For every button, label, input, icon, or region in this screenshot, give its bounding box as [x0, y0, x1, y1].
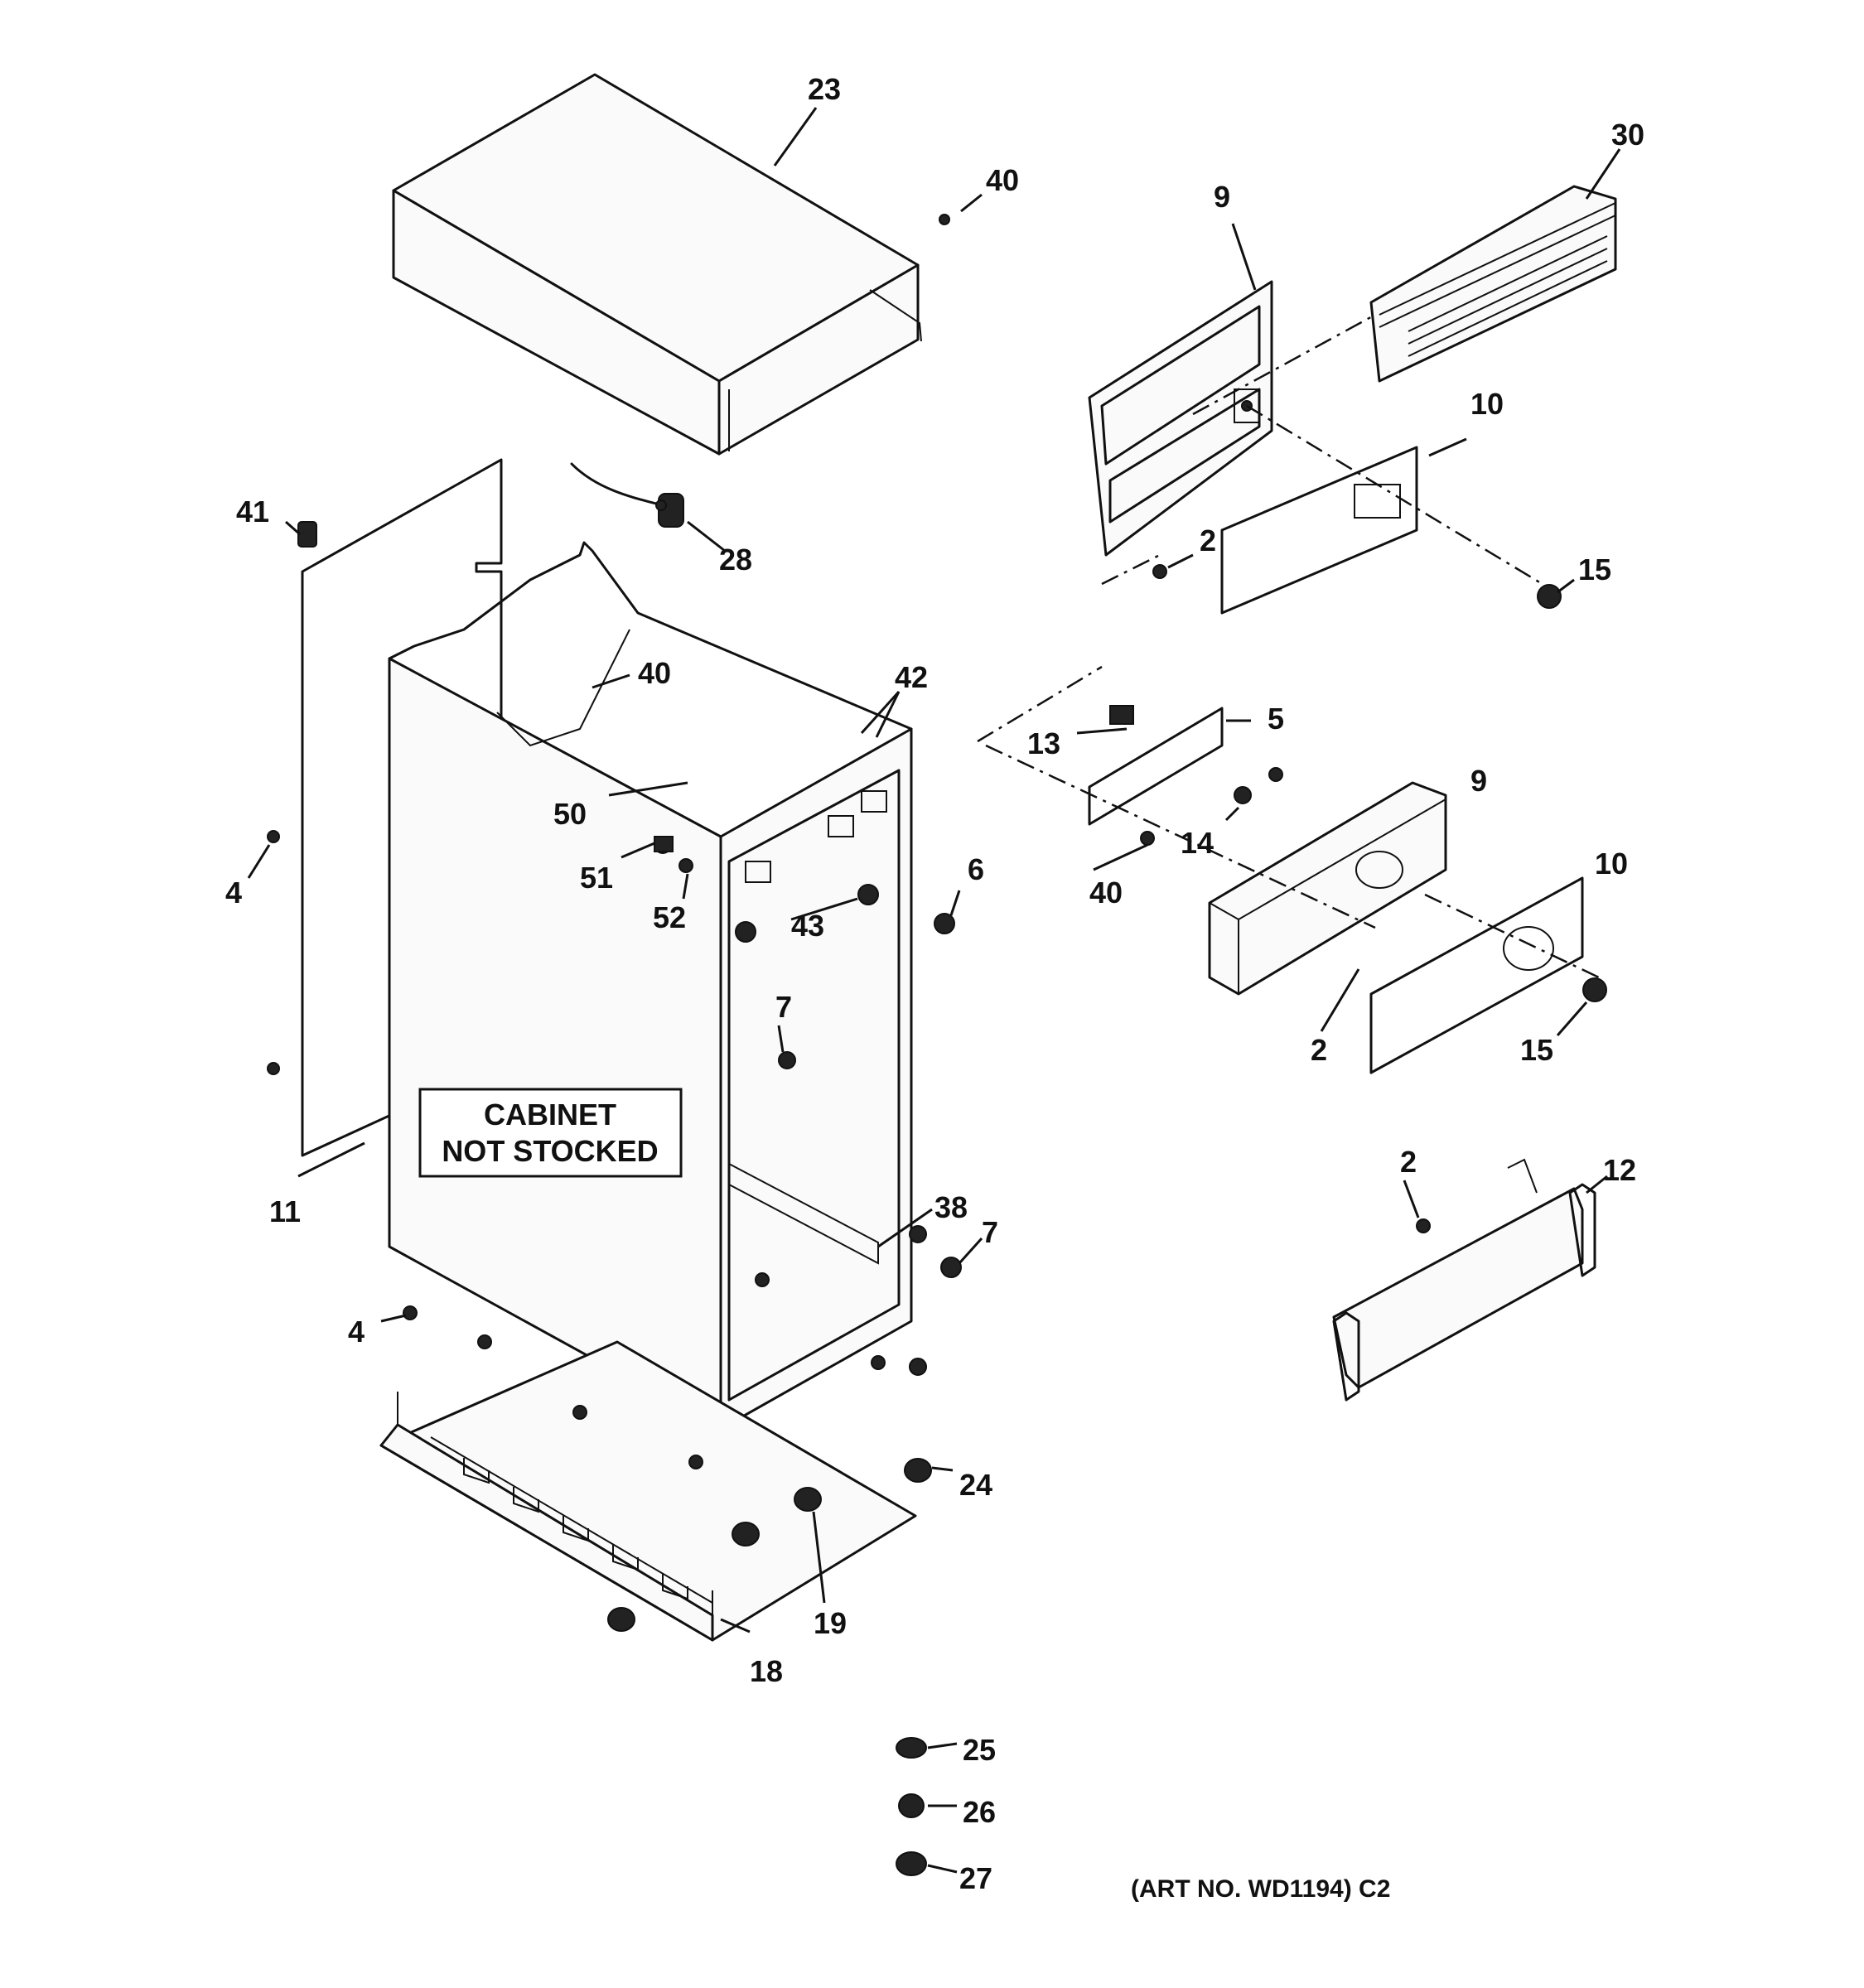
callout-38: 38: [934, 1190, 968, 1224]
callout-6: 6: [968, 852, 984, 886]
callout-28: 28: [719, 543, 752, 577]
top-cover-part-23: [392, 73, 922, 456]
callout-26: 26: [963, 1795, 996, 1829]
callout-9-lower: 9: [1470, 764, 1487, 798]
cabinet-not-stocked-note: CABINET NOT STOCKED: [418, 1088, 683, 1178]
callout-4-lower: 4: [348, 1315, 365, 1349]
bracket-part-12: [1332, 1158, 1596, 1402]
overlay-part-10-upper: [1220, 446, 1418, 615]
callout-13: 13: [1027, 726, 1060, 760]
lower-control-panel-part-9: [1208, 781, 1447, 996]
callout-10-lower: 10: [1595, 847, 1628, 881]
callout-41: 41: [236, 495, 269, 528]
callout-labels: 23 40 30 9 10 41 28 2 15 40 42 5 13 50 9…: [225, 72, 1644, 1895]
callout-51: 51: [580, 861, 613, 895]
callout-40-middle: 40: [638, 656, 671, 690]
note-line-2: NOT STOCKED: [442, 1134, 658, 1168]
overlay-part-10-lower: [1369, 876, 1584, 1074]
hardware: [403, 214, 1607, 1876]
callout-42: 42: [895, 660, 928, 694]
callout-12: 12: [1603, 1153, 1636, 1187]
art-number: (ART NO. WD1194) C2: [1131, 1875, 1390, 1903]
callout-2-lower: 2: [1400, 1145, 1417, 1179]
upper-control-panel-part-9: [1088, 280, 1273, 557]
callout-15-upper: 15: [1578, 552, 1611, 586]
trim-part-30: [1369, 185, 1617, 383]
callout-18: 18: [750, 1654, 783, 1688]
callout-2-middle: 2: [1311, 1033, 1327, 1067]
callout-4-upper: 4: [225, 876, 242, 910]
callout-24: 24: [959, 1468, 992, 1502]
callout-25: 25: [963, 1733, 996, 1767]
callout-50: 50: [553, 797, 587, 831]
callout-30: 30: [1611, 118, 1644, 152]
callout-52: 52: [653, 900, 686, 934]
callout-40-top: 40: [986, 163, 1019, 197]
side-panel-part-11: [267, 458, 503, 1157]
leader-lines: [247, 107, 1621, 1874]
callout-43: 43: [791, 909, 824, 943]
callout-7-upper: 7: [775, 990, 792, 1024]
callout-5: 5: [1268, 702, 1284, 736]
callout-14: 14: [1181, 826, 1214, 860]
base-part-18: [379, 1340, 917, 1642]
callout-11: 11: [269, 1194, 301, 1228]
callout-2-upper: 2: [1200, 524, 1216, 557]
switch-plate-part-5: [1088, 705, 1252, 826]
callout-15-lower: 15: [1520, 1033, 1553, 1067]
callout-9-upper: 9: [1214, 180, 1230, 214]
callout-27: 27: [959, 1861, 992, 1895]
callout-40-lower: 40: [1089, 876, 1123, 910]
callout-23: 23: [808, 72, 841, 106]
callout-19: 19: [814, 1606, 847, 1640]
callout-7-lower: 7: [982, 1215, 998, 1249]
note-line-1: CABINET: [484, 1098, 616, 1132]
callout-10-upper: 10: [1470, 387, 1504, 421]
